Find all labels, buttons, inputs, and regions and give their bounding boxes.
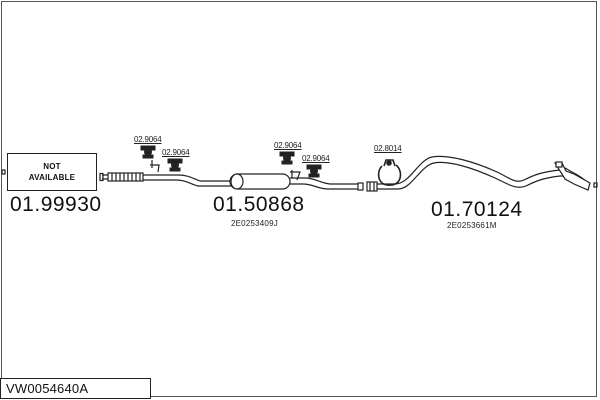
rear-pipe (377, 155, 589, 190)
fitting-label: 02.9064 (134, 135, 162, 144)
middle-silencer (229, 173, 291, 190)
front-pipe (143, 174, 232, 187)
right-marker (593, 182, 598, 188)
part-code-middle: 01.50868 (213, 193, 305, 216)
fitting-label: 02.8014 (374, 144, 402, 153)
rubber-hanger-icon (279, 151, 295, 165)
front-hanger-bracket (150, 160, 160, 173)
not-available-line1: NOT (43, 162, 61, 171)
clamp (366, 181, 378, 192)
rubber-hanger-icon (167, 158, 183, 172)
part-code-front: 01.99930 (10, 193, 102, 216)
not-available-line2: AVAILABLE (28, 173, 76, 182)
oe-number-middle: 2E0253409J (231, 219, 278, 228)
not-available-box: NOT AVAILABLE (7, 153, 97, 191)
middle-pipe-end (357, 182, 364, 191)
rubber-hanger-icon (140, 145, 156, 159)
rear-tail (553, 162, 591, 191)
middle-pipe (290, 177, 360, 190)
fitting-label: 02.9064 (274, 141, 302, 150)
left-marker (1, 169, 6, 175)
set-code-box: VW0054640A (0, 378, 151, 399)
fitting-label: 02.9064 (302, 154, 330, 163)
fitting-label: 02.9064 (162, 148, 190, 157)
middle-hanger-bracket (290, 170, 301, 181)
front-pipe-flex (99, 172, 144, 182)
pipe-clamp-icon (377, 159, 402, 186)
oe-number-rear: 2E0253661M (447, 221, 497, 230)
rubber-hanger-icon (306, 164, 322, 178)
part-code-rear: 01.70124 (431, 198, 523, 221)
rear-hanger-bracket (555, 161, 563, 168)
